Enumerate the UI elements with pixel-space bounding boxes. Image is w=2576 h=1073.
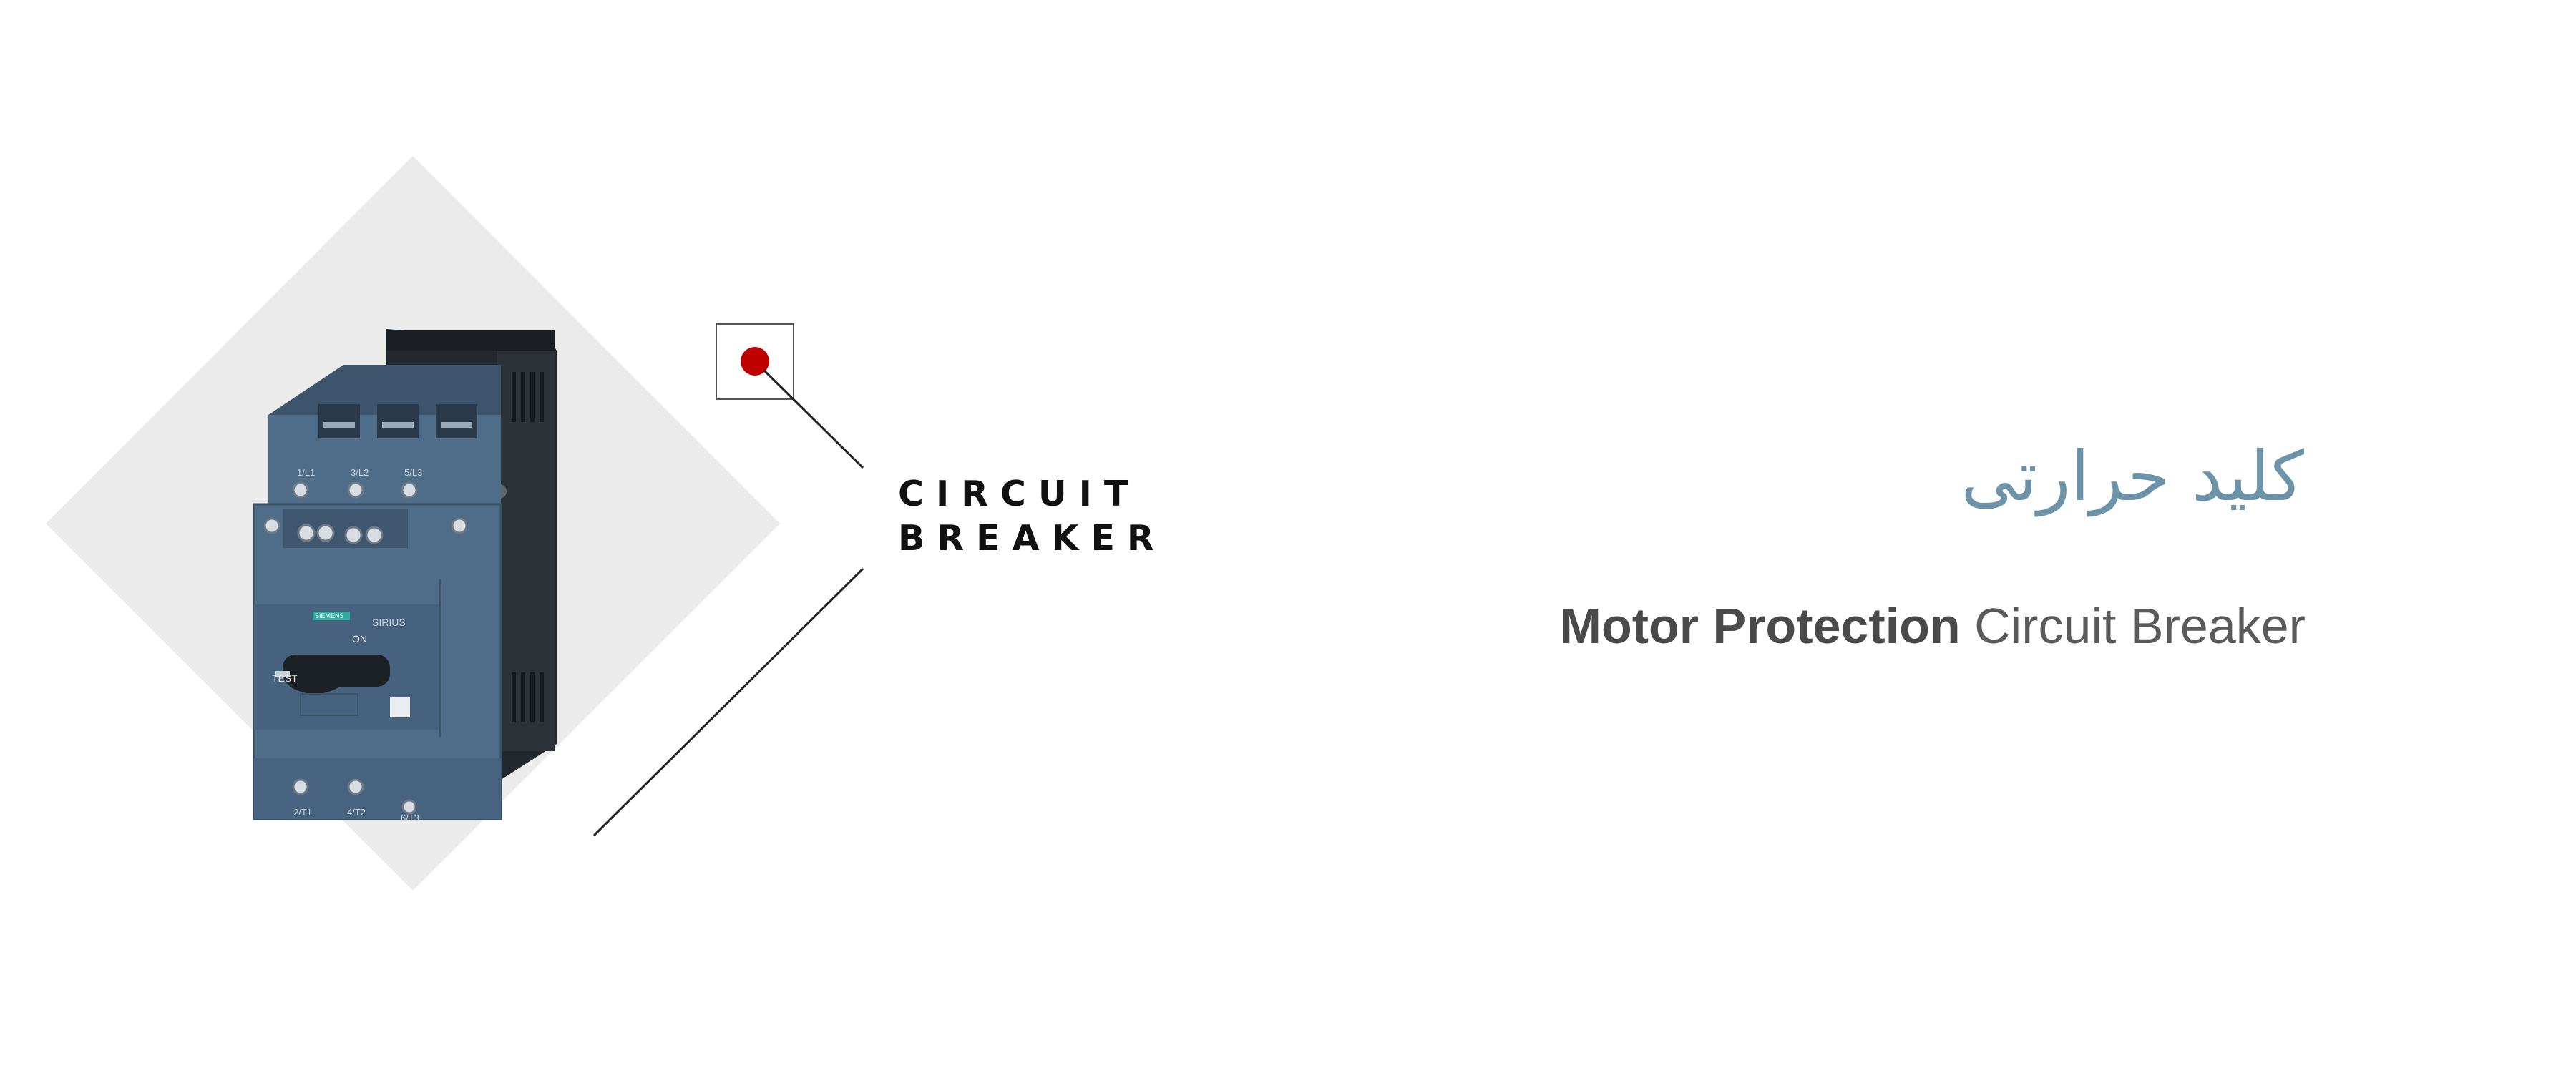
callout-line-lower	[592, 567, 864, 837]
caption-line-2: BREAKER	[898, 518, 1166, 559]
callout-line-upper	[763, 369, 864, 469]
caption-line-1: CIRCUIT	[898, 474, 1141, 514]
device-series-label: SIRIUS	[372, 617, 406, 628]
title-en-bold: Motor Protection	[1559, 598, 1961, 654]
circuit-breaker-device	[253, 329, 557, 820]
device-terminal-bottom-1: 2/T1	[293, 807, 312, 818]
device-terminal-top-1: 1/L1	[297, 467, 315, 478]
title-en-light: Circuit Breaker	[1974, 598, 2306, 654]
product-title-en: Motor Protection Circuit Breaker	[1560, 597, 2306, 655]
device-test-label: TEST	[272, 672, 298, 684]
device-terminal-bottom-2: 4/T2	[347, 807, 366, 818]
device-brand-label: SIEMENS	[315, 612, 344, 619]
device-terminal-top-2: 3/L2	[351, 467, 369, 478]
product-title-fa: کلید حرارتی	[1961, 436, 2304, 516]
marker-dot	[741, 347, 769, 376]
device-terminal-top-3: 5/L3	[404, 467, 422, 478]
device-terminal-bottom-3: 6/T3	[401, 813, 419, 823]
circuit-breaker-caption: CIRCUIT BREAKER	[898, 472, 1199, 561]
device-on-label: ON	[352, 633, 367, 645]
